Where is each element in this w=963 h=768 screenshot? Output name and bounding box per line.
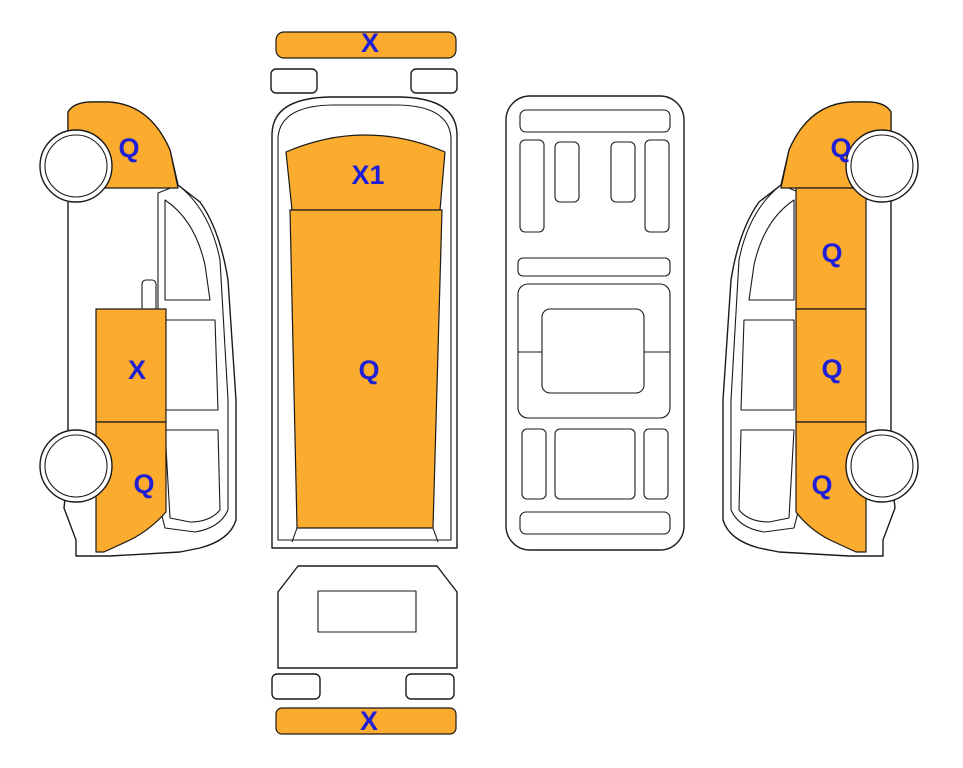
label-roof: Q — [358, 355, 379, 385]
rear-window — [317, 590, 417, 633]
label-front-bumper: X — [361, 28, 379, 58]
rear-view — [271, 565, 458, 735]
label-right-front: Q — [830, 133, 851, 163]
label-windshield: X1 — [351, 160, 384, 190]
right-taillight — [405, 673, 455, 700]
top-view — [270, 31, 458, 549]
right-rear-wheel — [845, 429, 919, 503]
right-headlight — [410, 68, 458, 94]
left-headlight — [270, 68, 318, 94]
label-rear-bumper: X — [360, 706, 378, 736]
label-left-front: Q — [118, 133, 139, 163]
windshield-zone — [285, 134, 446, 211]
left-side-view — [39, 101, 237, 557]
left-front-wheel — [39, 129, 113, 203]
left-rear-zone — [95, 421, 167, 553]
rear-body-outline — [277, 565, 458, 669]
left-rear-wheel — [39, 429, 113, 503]
label-right-upper: Q — [821, 238, 842, 268]
rear-bumper-zone — [275, 707, 457, 735]
label-left-middle: X — [128, 355, 146, 385]
left-taillight — [271, 673, 321, 700]
label-right-middle: Q — [821, 354, 842, 384]
right-upper-zone — [795, 187, 867, 310]
left-middle-zone — [95, 308, 167, 423]
right-front-wheel — [845, 129, 919, 203]
label-right-rear: Q — [811, 470, 832, 500]
front-bumper-zone — [275, 31, 457, 59]
damage-labels: X X1 Q X Q X Q Q Q Q Q — [118, 28, 851, 736]
right-side-view — [722, 101, 919, 557]
underbody-view — [505, 95, 685, 551]
underbody-outline — [505, 95, 685, 551]
label-left-rear: Q — [133, 469, 154, 499]
